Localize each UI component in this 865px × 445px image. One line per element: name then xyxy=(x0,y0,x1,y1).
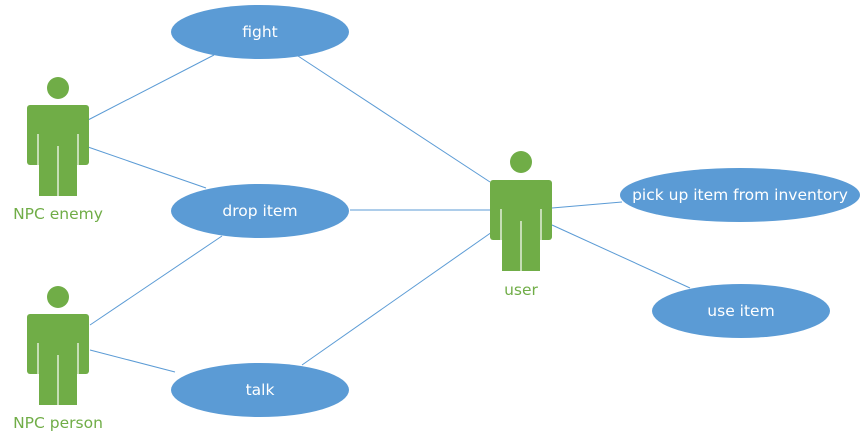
use-case-shape xyxy=(171,184,349,238)
use-case-label: talk xyxy=(246,381,275,399)
actor-user[interactable]: user xyxy=(490,151,552,299)
association-npc-enemy-drop-item xyxy=(87,146,207,189)
use-case-shape xyxy=(652,284,830,338)
use-case-label: pick up item from inventory xyxy=(632,186,848,204)
person-icon xyxy=(490,151,552,271)
association-npc-enemy-fight xyxy=(87,54,215,121)
association-user-use-item xyxy=(551,224,691,289)
association-user-fight xyxy=(297,55,491,183)
use-case-shape xyxy=(171,5,349,59)
association-npc-person-drop-item xyxy=(89,235,223,326)
actor-npc-person[interactable]: NPC person xyxy=(13,286,103,432)
use-case-shape xyxy=(171,363,349,417)
use-case-label: drop item xyxy=(222,202,297,220)
association-lines xyxy=(87,54,691,373)
person-icon xyxy=(27,77,89,196)
association-user-talk xyxy=(301,231,493,366)
use-case-drop-item[interactable]: drop item xyxy=(171,184,349,238)
use-case-pick-up-item[interactable]: pick up item from inventory xyxy=(620,168,860,222)
use-case-label: fight xyxy=(242,23,278,41)
association-npc-person-talk xyxy=(89,349,176,373)
use-case-shape xyxy=(620,168,860,222)
use-case-label: use item xyxy=(707,302,774,320)
use-case-talk[interactable]: talk xyxy=(171,363,349,417)
association-user-pick-up-item xyxy=(551,201,623,209)
actor-label: user xyxy=(504,281,538,299)
actor-label: NPC person xyxy=(13,414,103,432)
use-case-use-item[interactable]: use item xyxy=(652,284,830,338)
person-icon xyxy=(27,286,89,405)
actor-label: NPC enemy xyxy=(13,205,103,223)
use-case-fight[interactable]: fight xyxy=(171,5,349,59)
actor-npc-enemy[interactable]: NPC enemy xyxy=(13,77,103,223)
